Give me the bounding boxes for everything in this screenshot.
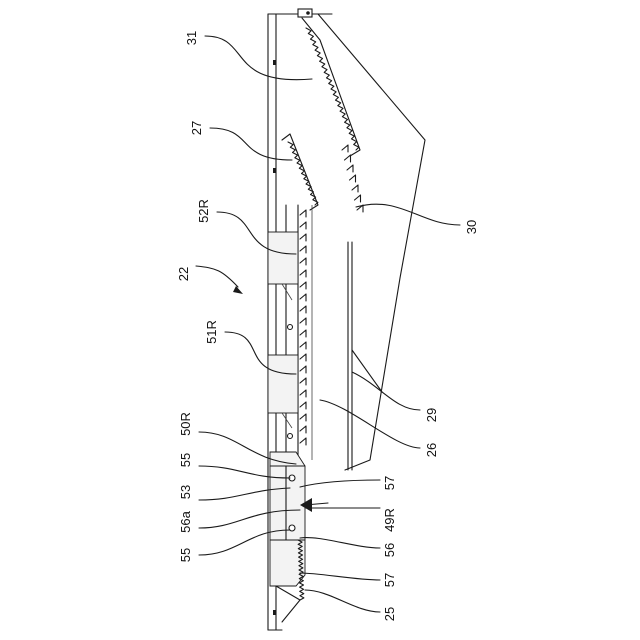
reference-labels: 31 27 52R 22 51R 50R 55 53 56a 55 30 29 … — [176, 31, 479, 621]
ref-26: 26 — [424, 443, 439, 457]
ref-52R: 52R — [196, 199, 211, 223]
leader-lines — [196, 36, 460, 612]
guide-strip — [348, 242, 382, 470]
ref-29: 29 — [424, 408, 439, 422]
ref-22: 22 — [176, 267, 191, 281]
ref-56a: 56a — [178, 510, 193, 532]
outer-envelope — [318, 14, 425, 470]
ref-55-upper: 55 — [178, 453, 193, 467]
tooth-plate-27 — [282, 134, 318, 210]
ref-27: 27 — [189, 121, 204, 135]
ref-31: 31 — [184, 31, 199, 45]
ref-25: 25 — [382, 607, 397, 621]
ref-50R: 50R — [178, 412, 193, 436]
ref-51R: 51R — [204, 320, 219, 344]
ref-53: 53 — [178, 485, 193, 499]
tooth-plate-31 — [302, 18, 360, 156]
ref-57-upper: 57 — [382, 476, 397, 490]
ref-56: 56 — [382, 543, 397, 557]
block-51R — [268, 355, 298, 428]
block-52R — [268, 232, 298, 300]
ref-49R: 49R — [382, 508, 397, 532]
ref-55-lower: 55 — [178, 548, 193, 562]
ref-30: 30 — [464, 220, 479, 234]
ref-57-lower: 57 — [382, 573, 397, 587]
